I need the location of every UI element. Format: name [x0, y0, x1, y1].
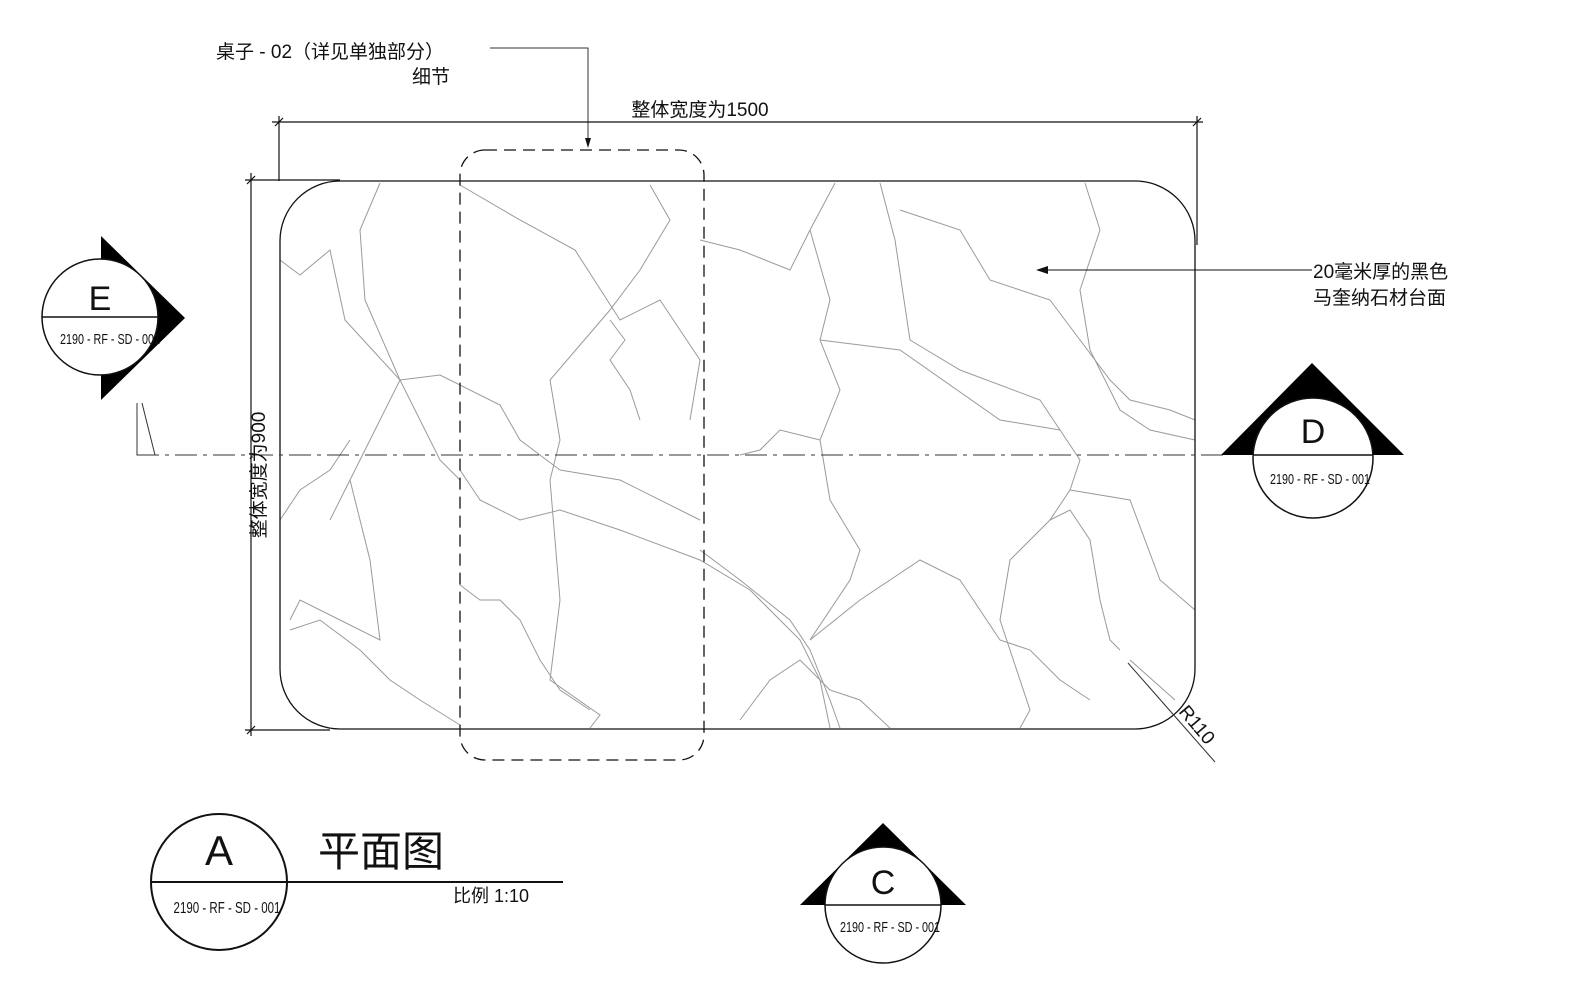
detail-callout-line2: 细节	[412, 66, 450, 88]
section-id: C	[871, 864, 896, 902]
section-marker-c[interactable]: C 2190 - RF - SD - 001	[800, 823, 966, 964]
radius-leader-line	[1127, 662, 1216, 763]
leader-arrow-icon	[1036, 266, 1048, 274]
leader-arrow-icon	[585, 138, 591, 148]
section-sheet-ref: 2190 - RF - SD - 001	[60, 330, 160, 347]
detail-area-boundary[interactable]	[459, 149, 705, 761]
section-sheet-ref: 2190 - RF - SD - 001	[1270, 470, 1370, 487]
section-marker-e[interactable]: E 2190 - RF - SD - 001	[41, 236, 185, 400]
section-sheet-ref: 2190 - RF - SD - 001	[840, 918, 940, 935]
view-scale: 比例 1:10	[453, 886, 529, 906]
radius-label: R110	[1174, 702, 1218, 749]
detail-leader-line	[490, 47, 589, 146]
material-label-line1: 20毫米厚的黑色	[1313, 261, 1448, 283]
material-label-line2: 马奎纳石材台面	[1313, 287, 1446, 309]
section-marker-d[interactable]: D 2190 - RF - SD - 001	[1221, 363, 1404, 519]
width-dimension	[272, 116, 1203, 245]
view-title-block: A 2190 - RF - SD - 001 平面图 比例 1:10	[150, 813, 563, 951]
view-id: A	[205, 827, 233, 874]
marble-veins	[279, 182, 1196, 729]
view-title: 平面图	[318, 828, 444, 875]
overall-width-label: 整体宽度为1500	[631, 99, 768, 121]
section-id: D	[1301, 413, 1326, 451]
view-sheet-ref: 2190 - RF - SD - 001	[174, 898, 281, 916]
section-id: E	[89, 280, 112, 318]
section-line-break	[136, 402, 156, 456]
overall-depth-label: 整体宽度为900	[248, 412, 270, 539]
detail-callout-line1: 桌子 - 02（详见单独部分）	[216, 41, 444, 63]
